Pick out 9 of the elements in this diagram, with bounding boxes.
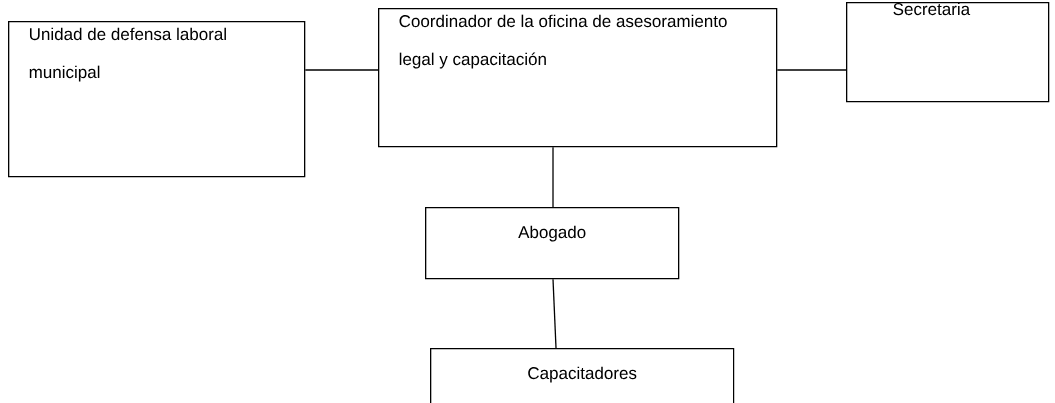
connector-line: [776, 69, 847, 71]
org-box: Coordinador de la oficina de asesoramiento legal y capacitación: [378, 8, 778, 148]
org-box: Capacitadores: [430, 348, 735, 403]
connector-line: [552, 278, 557, 349]
org-box: Abogado: [425, 207, 680, 280]
connector-line: [304, 69, 379, 71]
org-box: Secretaria: [846, 2, 1050, 103]
org-box: Unidad de defensa laboral municipal: [8, 21, 306, 178]
connector-line: [552, 146, 554, 208]
